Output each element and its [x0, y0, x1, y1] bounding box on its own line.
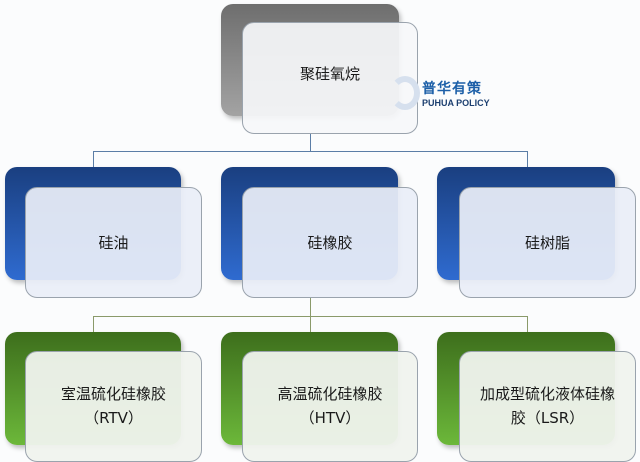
logo-text-cn: 普华有策	[422, 81, 482, 97]
node-label: 硅树脂	[524, 233, 570, 252]
level1-connector-left	[93, 151, 94, 167]
node-card: 室温硫化硅橡胶（RTV）	[25, 351, 202, 462]
node-card: 硅油	[25, 187, 202, 298]
level2-connector-left	[93, 316, 94, 333]
root-connector-vertical	[310, 134, 311, 151]
node-label: 加成型硫化液体硅橡胶（LSR）	[479, 385, 615, 427]
root-node-card: 聚硅氧烷	[242, 22, 418, 134]
level2-connector-right	[527, 316, 528, 333]
node-card: 硅橡胶	[242, 187, 418, 298]
node-label: 室温硫化硅橡胶（RTV）	[60, 385, 166, 427]
level2-connector-vertical	[310, 298, 311, 333]
node-label: 高温硫化硅橡胶（HTV）	[277, 385, 383, 427]
level1-connector-right	[527, 151, 528, 167]
puhua-policy-logo: 普华有策 PUHUA POLICY	[390, 76, 530, 116]
level1-connector-horizontal	[93, 151, 527, 152]
root-node-label: 聚硅氧烷	[299, 65, 360, 83]
node-card: 硅树脂	[459, 187, 636, 298]
logo-text-en: PUHUA POLICY	[422, 98, 490, 108]
node-card: 高温硫化硅橡胶（HTV）	[242, 351, 418, 462]
node-label: 硅橡胶	[307, 233, 353, 252]
node-label: 硅油	[98, 233, 129, 252]
logo-swirl-icon	[390, 76, 420, 110]
level2-connector-horizontal	[93, 316, 527, 317]
node-card: 加成型硫化液体硅橡胶（LSR）	[459, 351, 636, 462]
